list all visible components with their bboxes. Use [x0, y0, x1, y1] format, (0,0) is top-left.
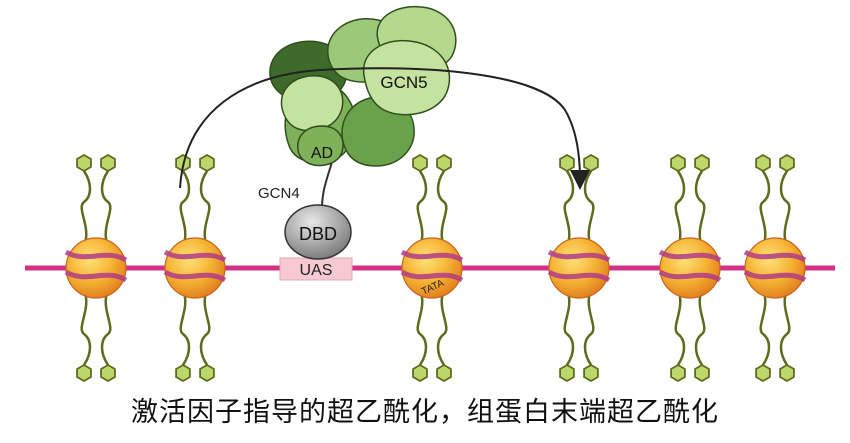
uas-box: UAS [279, 257, 353, 281]
dna-wrap-band [547, 269, 611, 283]
histone-tail [100, 289, 112, 366]
nucleosome [658, 153, 722, 383]
histone-tail [80, 289, 92, 366]
histone-tail [674, 289, 686, 366]
histone-tail [179, 289, 191, 366]
acetyl-group-node [694, 363, 710, 383]
acetyl-group-node [412, 153, 428, 173]
histone-tail [779, 289, 791, 366]
histone-tail [80, 170, 92, 247]
gcn4-linker [321, 161, 333, 209]
acetyl-group-node [412, 363, 428, 383]
acetyl-group-node [559, 363, 575, 383]
acetyl-group-node [559, 153, 575, 173]
uas-label: UAS [300, 262, 333, 279]
histone-octamer [164, 237, 226, 299]
gcn4-label: GCN4 [258, 185, 300, 202]
histone-tail [100, 170, 112, 247]
histone-tail [436, 289, 448, 366]
dna-wrap-band [64, 269, 128, 283]
histone-tail [759, 170, 771, 247]
acetyl-group-node [76, 153, 92, 173]
acetyl-group-node [76, 363, 92, 383]
acetyl-group-node [779, 153, 795, 173]
dna-wrap-band [658, 249, 722, 263]
acetyl-group-node [436, 153, 452, 173]
dna-wrap-band [400, 269, 464, 283]
nucleosome [743, 153, 807, 383]
acetylation-arrow [179, 67, 590, 190]
histone-tail [694, 289, 706, 366]
histone-tail [436, 170, 448, 247]
gcn5-complex [269, 5, 457, 167]
dna-wrap-band [163, 249, 227, 263]
dna-wrap-band [163, 269, 227, 283]
histone-tail [759, 289, 771, 366]
histone-tail [563, 289, 575, 366]
acetyl-group-node [199, 153, 215, 173]
histone-tail [674, 170, 686, 247]
dbd-domain: DBD [284, 204, 352, 260]
dna-wrap-band [64, 249, 128, 263]
histone-octamer [659, 237, 721, 299]
histone-tail [199, 170, 211, 247]
dbd-label: DBD [299, 224, 337, 244]
nucleosome [64, 153, 128, 383]
histone-tail [563, 170, 575, 247]
gcn5-label: GCN5 [380, 73, 427, 92]
histone-tail [416, 170, 428, 247]
acetyl-group-node [100, 153, 116, 173]
histone-tail [179, 170, 191, 247]
acetyl-group-node [755, 363, 771, 383]
histone-tail [583, 170, 595, 247]
acetyl-group-node [694, 153, 710, 173]
acetyl-group-node [670, 363, 686, 383]
histone-tail [583, 289, 595, 366]
histone-tail [694, 170, 706, 247]
acetyl-group-node [583, 363, 599, 383]
acetyl-group-node [670, 153, 686, 173]
acetyl-group-node [583, 153, 599, 173]
nucleosome: TATA [400, 153, 464, 383]
acetyl-group-node [100, 363, 116, 383]
nucleosome [547, 153, 611, 383]
dna-wrap-band [547, 249, 611, 263]
histone-octamer [548, 237, 610, 299]
histone-tail [779, 170, 791, 247]
acetyl-group-node [199, 363, 215, 383]
acetyl-group-node [755, 153, 771, 173]
acetyl-group-node [436, 363, 452, 383]
figure-caption: 激活因子指导的超乙酰化，组蛋白末端超乙酰化 [131, 397, 719, 428]
nucleosome [163, 153, 227, 383]
dna-wrap-band [743, 249, 807, 263]
histone-octamer [744, 237, 806, 299]
acetyl-group-node [779, 363, 795, 383]
ad-label: AD [311, 145, 333, 162]
histone-tail [416, 289, 428, 366]
dna-wrap-band [658, 269, 722, 283]
dna-wrap-band [400, 249, 464, 263]
histone-octamer [65, 237, 127, 299]
dna-wrap-band [743, 269, 807, 283]
histone-tail [199, 289, 211, 366]
acetyl-group-node [175, 363, 191, 383]
